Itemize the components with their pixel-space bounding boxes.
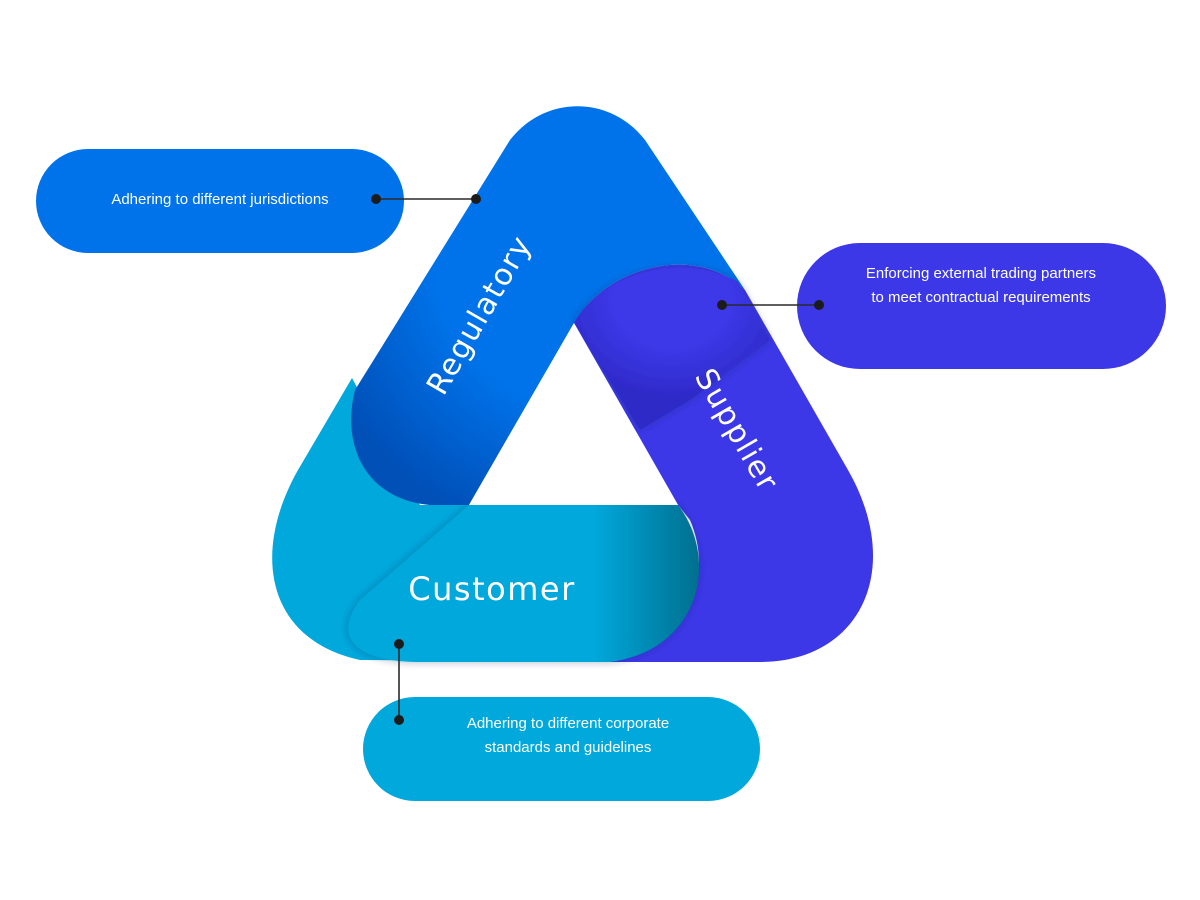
customer-callout xyxy=(363,697,760,801)
customer-label: Customer xyxy=(408,570,575,608)
supplier-callout-text-2: to meet contractual requirements xyxy=(871,289,1090,306)
connector-dot xyxy=(471,194,481,204)
regulatory-callout xyxy=(36,149,404,253)
regulatory-band xyxy=(351,106,745,505)
customer-band-front xyxy=(348,505,700,662)
customer-callout-text-2: standards and guidelines xyxy=(485,739,652,756)
supplier-callout-text-1: Enforcing external trading partners xyxy=(866,265,1096,282)
supplier-callout xyxy=(797,243,1166,369)
connector-dot xyxy=(814,300,824,310)
connector-dot xyxy=(394,639,404,649)
customer-callout-text-1: Adhering to different corporate xyxy=(467,715,669,732)
regulatory-connector xyxy=(371,194,481,204)
connector-dot xyxy=(717,300,727,310)
supplier-connector xyxy=(717,300,824,310)
connector-dot xyxy=(394,715,404,725)
connector-dot xyxy=(371,194,381,204)
regulatory-callout-text: Adhering to different jurisdictions xyxy=(111,191,328,208)
inner-triangle xyxy=(469,323,678,505)
customer-connector xyxy=(394,639,404,725)
